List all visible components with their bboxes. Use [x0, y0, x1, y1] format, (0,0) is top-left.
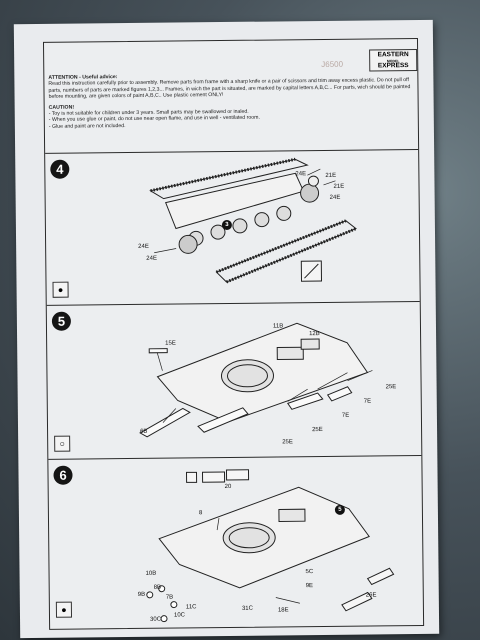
part-label: 30C — [150, 616, 162, 623]
part-label: 7B — [165, 594, 174, 601]
part-label: 8B — [153, 584, 162, 591]
part-label: 18E — [277, 607, 289, 614]
part-label: 21E — [333, 183, 345, 190]
part-label: 24E — [138, 243, 149, 250]
sub-assembly-marker: 3 — [221, 219, 232, 231]
part-label: 20 — [224, 483, 232, 491]
hull-fenders-drawing — [139, 322, 373, 438]
part-label: 31C — [241, 605, 253, 612]
logo-line-3: EXPRESS — [377, 61, 409, 69]
instruction-frame: J6500 EASTERN MODEL EXPRESS ATTENTION - … — [42, 37, 425, 630]
part-label: 9B — [137, 591, 146, 598]
hull-details-drawing — [146, 469, 395, 623]
part-label: 5C — [305, 569, 314, 576]
step-6-panel: 6 ● — [48, 454, 424, 630]
track-assembly-drawing — [149, 157, 357, 284]
step-5-panel: 5 ○ 11B — [46, 300, 422, 458]
part-label: 9E — [305, 583, 314, 590]
part-label: 8 — [198, 510, 203, 517]
part-label: 15E — [165, 340, 176, 347]
step-4-panel: 4 ● — [45, 148, 420, 304]
brand-logo: EASTERN MODEL EXPRESS — [369, 48, 418, 72]
part-label: 25E — [312, 426, 323, 434]
part-label: 12B — [309, 331, 320, 338]
part-label: 7E — [363, 398, 372, 405]
attention-text: Read this instruction carefully prior to… — [48, 77, 411, 101]
part-label: 10B — [145, 570, 157, 577]
part-label: 24E — [295, 171, 307, 178]
part-label: 10C — [173, 612, 186, 619]
instruction-sheet: J6500 EASTERN MODEL EXPRESS ATTENTION - … — [13, 19, 440, 639]
part-label: 6B — [140, 428, 148, 435]
part-label: 25E — [282, 439, 293, 446]
part-label: 11C — [185, 604, 197, 611]
part-label: 7E — [341, 412, 350, 419]
part-label: 25E — [385, 384, 397, 391]
part-label: 24E — [146, 255, 157, 262]
part-label: 26E — [365, 592, 377, 599]
part-label: 24E — [329, 194, 341, 201]
part-label: 11B — [272, 323, 284, 330]
part-label: 21E — [325, 172, 337, 179]
sub-assembly-marker: 5 — [334, 504, 345, 515]
stamp-text: J6500 — [321, 59, 344, 69]
